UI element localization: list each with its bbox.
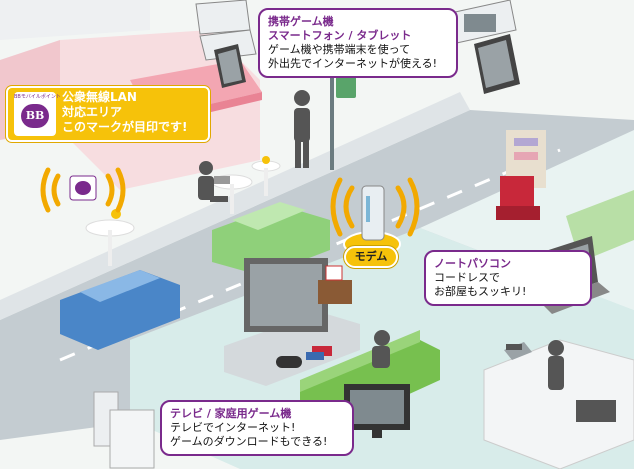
mobile-title2: スマートフォン / タブレット	[268, 29, 412, 42]
blue-car	[60, 270, 180, 350]
modem-wifi-waves	[330, 177, 420, 237]
cafe-person	[198, 161, 230, 202]
tv-icon	[344, 384, 410, 438]
laptop-line2: お部屋もスッキリ!	[434, 285, 527, 298]
tablet-icon	[474, 34, 520, 94]
mobile-title1: 携帯ゲーム機	[268, 15, 334, 28]
handheld-console-icon	[445, 0, 517, 45]
wifi-sign	[69, 175, 97, 201]
tv-set	[224, 258, 360, 386]
wifi-line3: このマークが目印です!	[62, 120, 188, 134]
smartphone-icon	[214, 44, 246, 88]
laptop-callout: ノートパソコン コードレスで お部屋もスッキリ!	[424, 250, 592, 306]
mobile-line2: 外出先でインターネットが使える!	[268, 57, 438, 70]
wifi-line1: 公衆無線LAN	[62, 90, 137, 104]
wifi-area-callout: BBモバイルポイント BB 公衆無線LAN 対応エリア このマークが目印です!	[6, 86, 210, 142]
logo-caption: BBモバイルポイント	[14, 94, 61, 100]
mobile-line1: ゲーム機や携帯端末を使って	[268, 43, 411, 56]
tv-title: テレビ / 家庭用ゲーム機	[170, 407, 292, 420]
logo-mark: BB	[21, 104, 49, 128]
mobile-devices-callout: 携帯ゲーム機 スマートフォン / タブレット ゲーム機や携帯端末を使って 外出先…	[258, 8, 458, 78]
game-controller-icon	[276, 346, 332, 368]
person-at-counter	[548, 340, 564, 390]
bb-mobile-point-logo: BBモバイルポイント BB	[14, 92, 61, 136]
laptop-title: ノートパソコン	[434, 257, 511, 270]
laptop-icon	[504, 342, 532, 360]
person-with-phone	[294, 90, 310, 168]
red-chair	[496, 176, 540, 220]
tv-line1: テレビでインターネット!	[170, 421, 296, 434]
laptop-line1: コードレスで	[434, 271, 500, 284]
tv-line2: ゲームのダウンロードもできる!	[170, 435, 328, 448]
wifi-line2: 対応エリア	[62, 105, 123, 119]
tv-console-callout: テレビ / 家庭用ゲーム機 テレビでインターネット! ゲームのダウンロードもでき…	[160, 400, 354, 456]
wifi-waves-icon	[40, 167, 126, 213]
modem-label: モデム	[344, 246, 398, 268]
kitchen-counter	[483, 339, 634, 469]
home-console	[93, 391, 155, 469]
wifi-area-text: 公衆無線LAN 対応エリア このマークが目印です!	[62, 90, 187, 135]
ds-console-icon	[195, 0, 257, 61]
cafe-tables	[85, 156, 281, 266]
person-on-sofa	[372, 330, 390, 368]
